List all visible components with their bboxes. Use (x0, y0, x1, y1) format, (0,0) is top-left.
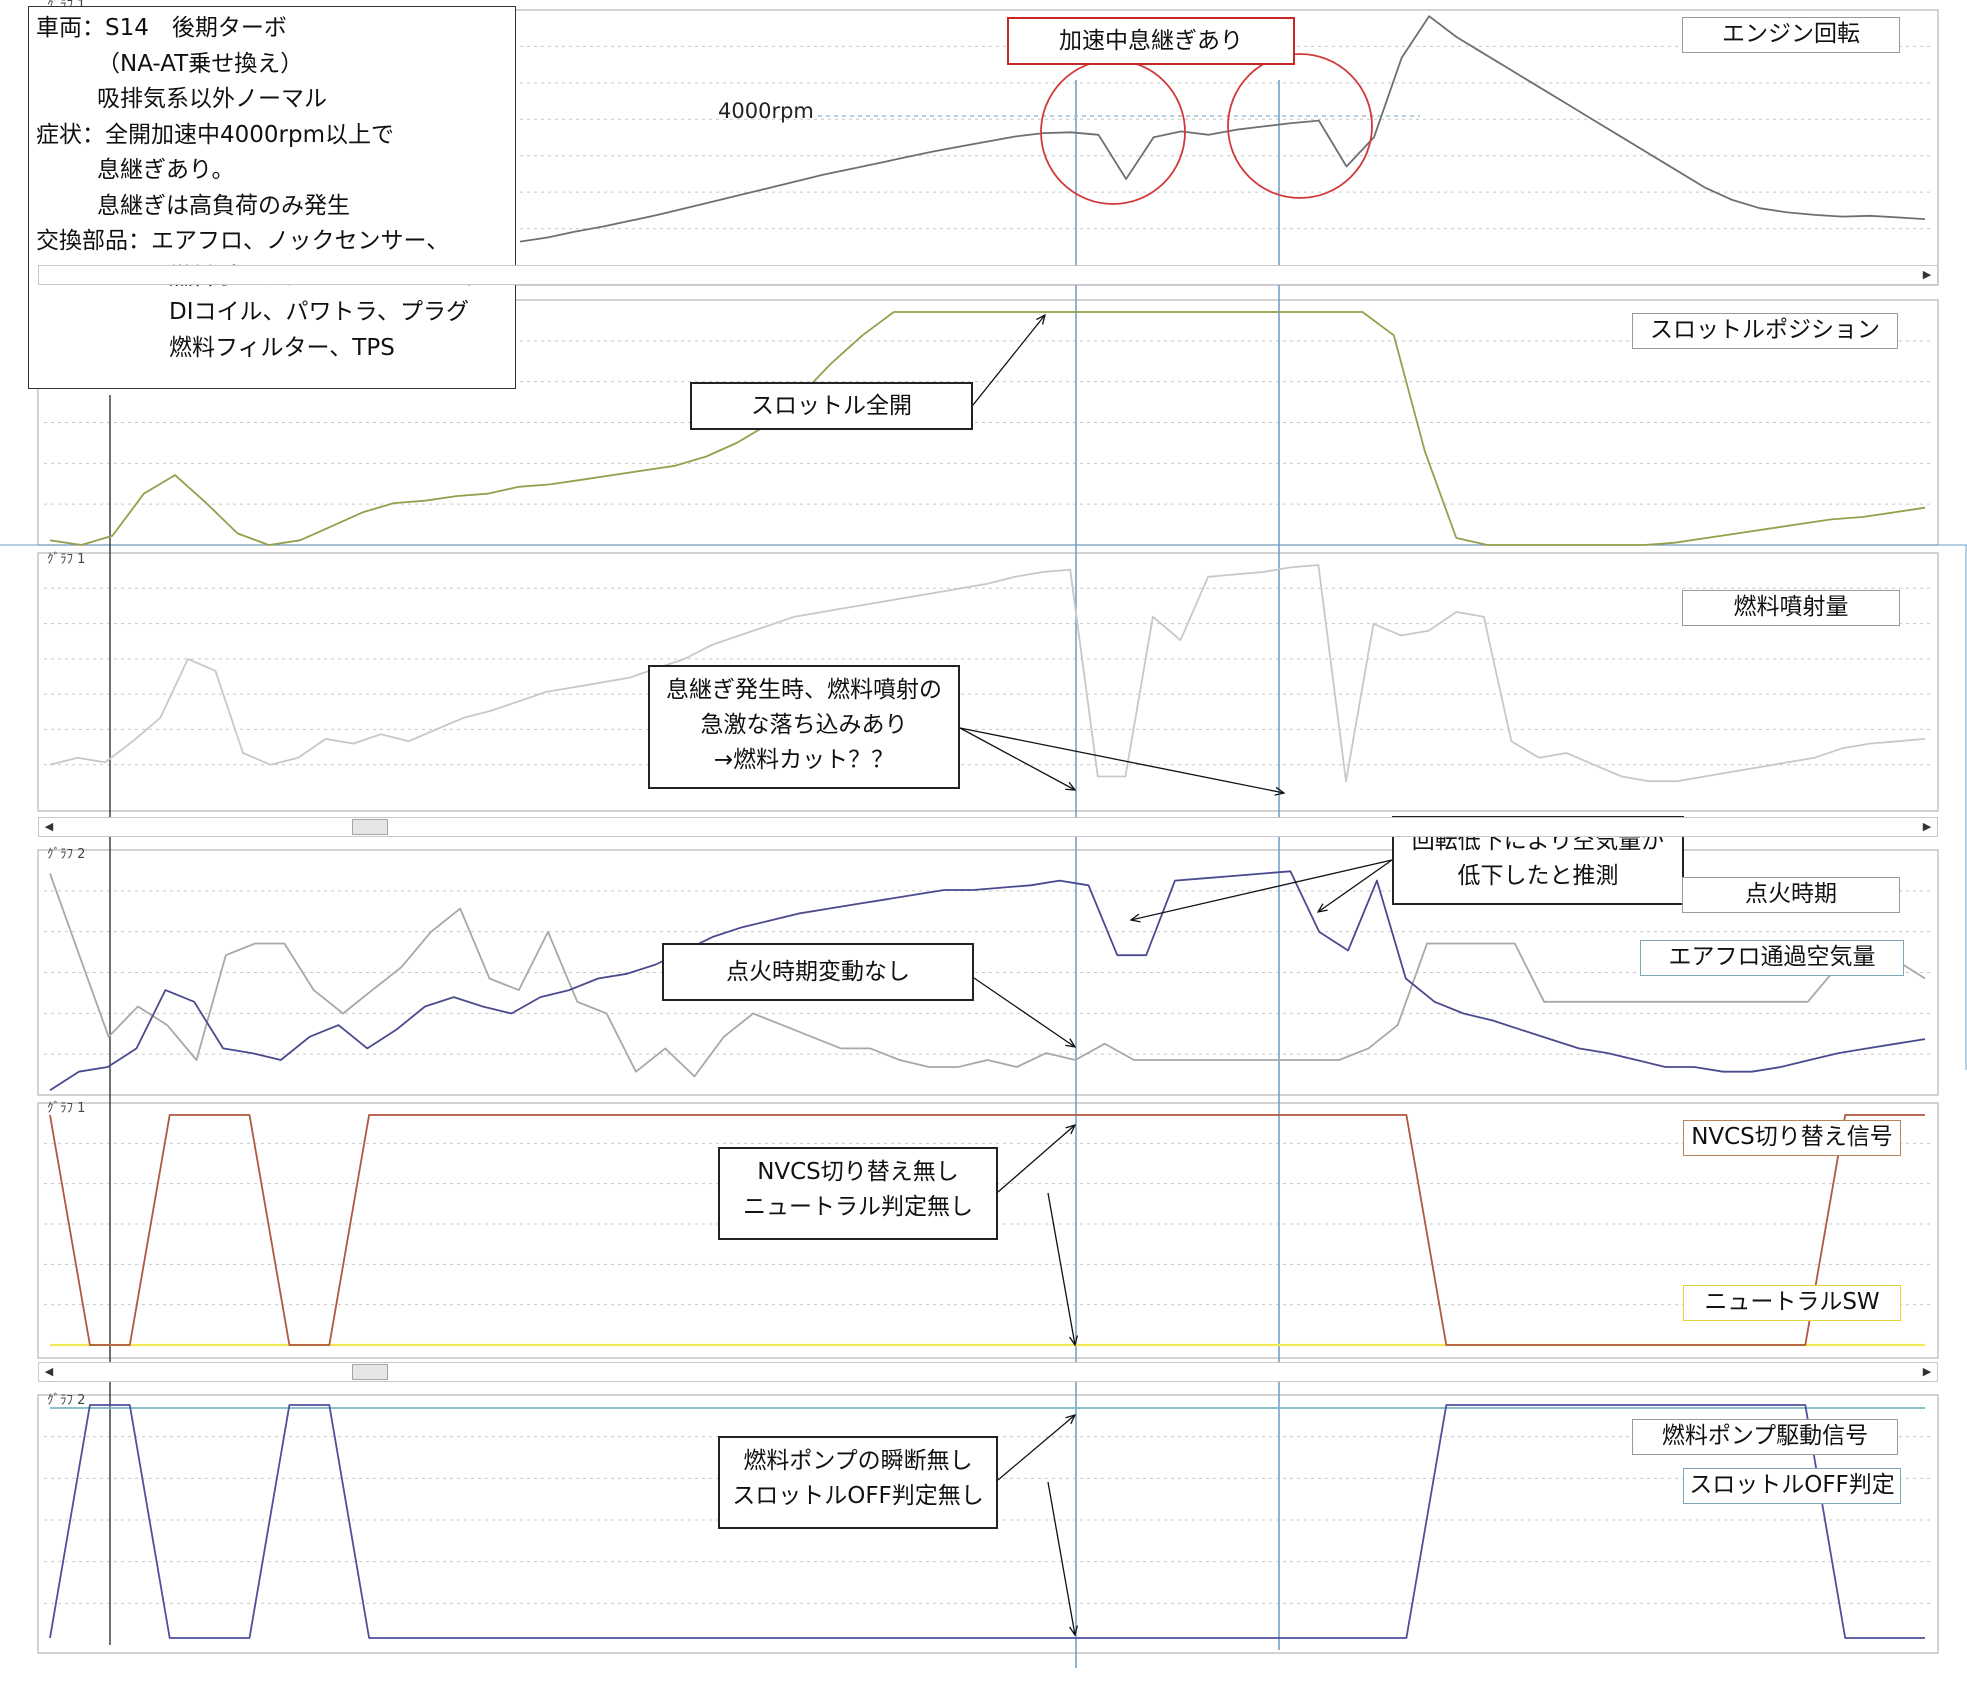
series-line-airflow (49, 870, 1926, 1092)
panel-frame-ign-airflow (37, 849, 1939, 1096)
panel-frame-fuel (37, 552, 1939, 812)
callout-arrows (959, 315, 1393, 1635)
series-line-fuel-pump-signal (49, 1404, 1925, 1639)
arrow-throttle-full (972, 315, 1045, 406)
arrow-nvcs-1 (997, 1125, 1075, 1193)
arrow-airflow-1 (1131, 859, 1393, 920)
panel-frame-nvcs (37, 1102, 1939, 1359)
arrow-nvcs-2 (1047, 1192, 1075, 1345)
series-line-nvcs-signal (49, 1114, 1925, 1346)
series-line-fuel-injection (49, 564, 1926, 783)
graph-frames (37, 9, 1939, 1654)
chart-series (49, 15, 1926, 1639)
arrow-pump-2 (1047, 1481, 1075, 1635)
arrow-fuel-drop-2 (959, 727, 1284, 793)
arrow-airflow-2 (1318, 859, 1393, 912)
series-line-throttle-position (49, 311, 1926, 546)
series-line-ignition-timing (49, 873, 1926, 1078)
panel-frame-pump (37, 1394, 1939, 1654)
panel-frame-throttle (37, 299, 1939, 546)
arrow-pump-1 (997, 1415, 1075, 1481)
hesitation-circle-2 (1227, 53, 1373, 199)
panel-frame-rpm (37, 9, 1939, 286)
arrow-ignition (973, 977, 1075, 1047)
series-line-engine-rpm (519, 15, 1926, 243)
arrow-fuel-drop-1 (959, 727, 1075, 790)
